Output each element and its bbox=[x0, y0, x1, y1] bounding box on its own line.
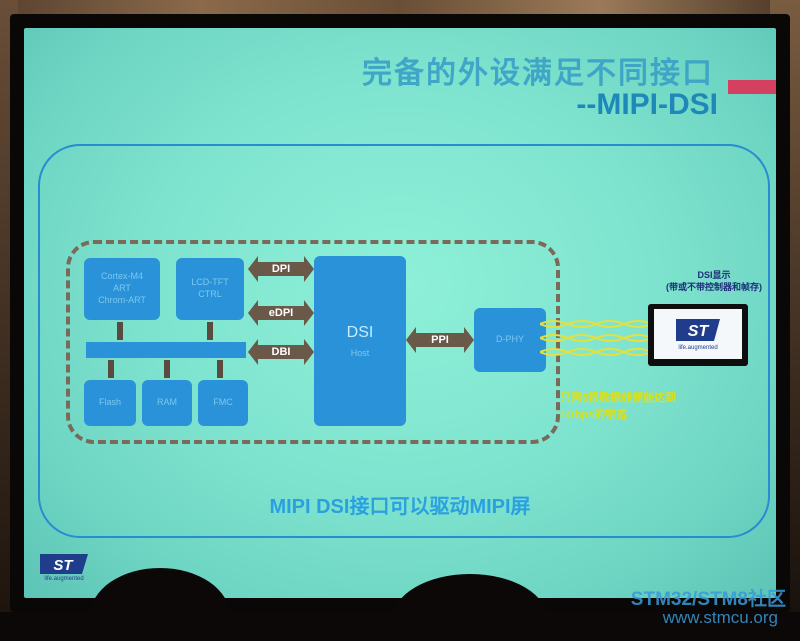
bandwidth-note: 只需6根数据线便能达到 1Gbps的带宽 bbox=[560, 390, 676, 423]
watermark-url: www.stmcu.org bbox=[662, 608, 778, 627]
fmc-block: FMC bbox=[198, 380, 248, 426]
link-bus-flash bbox=[108, 360, 114, 378]
ppi-link: PPI bbox=[406, 327, 474, 353]
display-caption: DSI显示 (带或不带控制器和帧存) bbox=[666, 270, 762, 292]
link-lcd-bus bbox=[207, 322, 213, 340]
system-bus bbox=[86, 342, 246, 358]
slide-accent-tab bbox=[728, 80, 776, 94]
link-bus-ram bbox=[164, 360, 170, 378]
link-bus-fmc bbox=[217, 360, 223, 378]
slide-bottom-caption: MIPI DSI接口可以驱动MIPI屏 bbox=[269, 496, 531, 518]
dsi-lane-wires bbox=[540, 320, 652, 356]
dphy-block: D-PHY bbox=[474, 308, 546, 372]
display-logo-sub: life.augmented bbox=[678, 345, 718, 351]
corner-logo-sub: life.augmented bbox=[44, 576, 83, 582]
st-logo-icon: ST bbox=[676, 319, 720, 341]
dsi-host-label: Host bbox=[350, 347, 370, 358]
flash-block: Flash bbox=[84, 380, 136, 426]
link-cortex-bus bbox=[117, 322, 123, 340]
watermark-community: STM32/STM8社区 bbox=[630, 589, 786, 610]
dsi-host-block: DSI Host bbox=[314, 256, 406, 426]
dpi-link: DPI bbox=[248, 256, 314, 282]
dsi-label: DSI bbox=[346, 323, 374, 341]
dbi-link: DBI bbox=[248, 339, 314, 365]
slide-subtitle: --MIPI-DSI bbox=[576, 88, 718, 121]
bandwidth-note-line2: 1Gbps的带宽 bbox=[560, 408, 628, 421]
mcu-outline bbox=[38, 144, 770, 538]
edpi-link: eDPI bbox=[248, 300, 314, 326]
slide-title: 完备的外设满足不同接口 bbox=[362, 57, 714, 90]
display-logo-text: ST bbox=[688, 323, 710, 340]
st-corner-logo-icon: ST life.augmented bbox=[40, 554, 88, 582]
audience-heads bbox=[0, 568, 800, 641]
stm32-dashed-box bbox=[66, 240, 560, 444]
corner-logo-text: ST bbox=[53, 557, 74, 574]
lcd-tft-block: LCD-TFT CTRL bbox=[176, 258, 244, 320]
ram-block: RAM bbox=[142, 380, 192, 426]
dsi-display: ST life.augmented bbox=[648, 304, 748, 366]
display-panel: ST life.augmented bbox=[654, 309, 742, 359]
cortex-block: Cortex-M4 ART Chrom-ART bbox=[84, 258, 160, 320]
bandwidth-note-line1: 只需6根数据线便能达到 bbox=[560, 392, 677, 404]
